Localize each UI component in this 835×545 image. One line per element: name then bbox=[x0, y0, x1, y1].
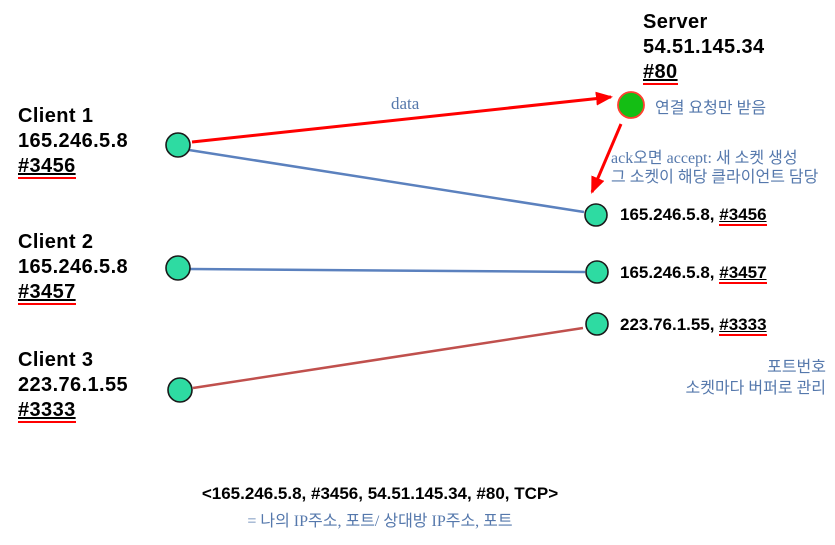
server-name: Server bbox=[643, 11, 708, 33]
server-listen-socket-circle bbox=[617, 91, 645, 119]
server-socket2-circle bbox=[585, 260, 609, 284]
server-socket1-circle bbox=[584, 203, 608, 227]
port-note-line2: 소켓마다 버퍼로 관리 bbox=[685, 380, 826, 397]
connection-tuple-meaning: = 나의 IP주소, 포트/ 상대방 IP주소, 포트 bbox=[247, 513, 513, 530]
accept-note: ack오면 accept: 새 소켓 생성 그 소켓이 해당 클라이언트 담당 bbox=[611, 149, 818, 187]
socket-port: #3457 bbox=[719, 263, 767, 284]
socket-ip: 223.76.1.55, bbox=[620, 315, 715, 334]
client-3-label: Client 3 223.76.1.55 #3333 bbox=[18, 348, 128, 423]
socket-ip: 165.246.5.8, bbox=[620, 205, 715, 224]
client-port: #3333 bbox=[18, 399, 76, 423]
server-listen-note: 연결 요청만 받음 bbox=[655, 100, 767, 117]
client-1-label: Client 1 165.246.5.8 #3456 bbox=[18, 104, 128, 179]
accept-note-line1: ack오면 accept: 새 소켓 생성 bbox=[611, 150, 798, 167]
server-socket3-circle bbox=[585, 312, 609, 336]
client-ip: 223.76.1.55 bbox=[18, 374, 129, 396]
client1-connection-line bbox=[188, 148, 585, 214]
client3-connection-line bbox=[192, 326, 584, 390]
client1-socket-circle bbox=[165, 132, 191, 158]
connection-tuple: <165.246.5.8, #3456, 54.51.145.34, #80, … bbox=[201, 484, 559, 503]
port-note-line1: 포트번호 bbox=[767, 359, 826, 376]
server-ip: 54.51.145.34 bbox=[643, 36, 765, 58]
client-ip: 165.246.5.8 bbox=[18, 130, 129, 152]
accept-note-line2: 그 소켓이 해당 클라이언트 담당 bbox=[611, 169, 819, 186]
server-socket3-label: 223.76.1.55, #3333 bbox=[620, 314, 767, 336]
client2-socket-circle bbox=[165, 255, 191, 281]
client-name: Client 3 bbox=[18, 349, 94, 371]
server-label: Server 54.51.145.34 #80 bbox=[643, 10, 765, 85]
client-name: Client 2 bbox=[18, 231, 94, 253]
data-arrow bbox=[191, 91, 613, 144]
client-name: Client 1 bbox=[18, 105, 94, 127]
port-buffer-note: 포트번호 소켓마다 버퍼로 관리 bbox=[686, 357, 826, 399]
socket-ip: 165.246.5.8, bbox=[620, 263, 715, 282]
client-port: #3456 bbox=[18, 155, 76, 179]
server-socket1-label: 165.246.5.8, #3456 bbox=[620, 204, 767, 226]
client2-connection-line bbox=[189, 267, 586, 274]
client-ip: 165.246.5.8 bbox=[18, 256, 129, 278]
client3-socket-circle bbox=[167, 377, 193, 403]
socket-port: #3456 bbox=[719, 205, 767, 226]
data-arrow-label: data bbox=[391, 94, 420, 113]
client-port: #3457 bbox=[18, 281, 76, 305]
client-2-label: Client 2 165.246.5.8 #3457 bbox=[18, 230, 128, 305]
socket-port: #3333 bbox=[719, 315, 767, 336]
server-port: #80 bbox=[643, 61, 678, 85]
accept-arrow bbox=[590, 123, 623, 194]
server-socket2-label: 165.246.5.8, #3457 bbox=[620, 262, 767, 284]
